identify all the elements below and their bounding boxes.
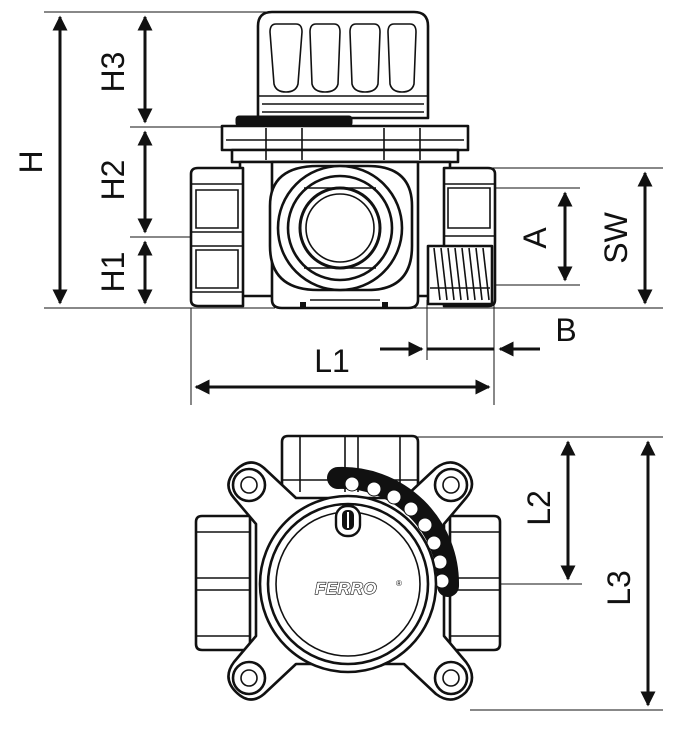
label-l3: L3: [601, 570, 637, 606]
label-h: H: [13, 150, 49, 173]
dimension-labels-top: L2 L3: [521, 490, 637, 606]
label-a: A: [517, 227, 553, 249]
mounting-flange: [220, 115, 470, 164]
label-l2: L2: [521, 490, 557, 526]
dimensions-top: [560, 440, 656, 707]
position-scale: [327, 466, 460, 597]
label-sw: SW: [598, 211, 634, 263]
threaded-spigot: [426, 244, 494, 306]
label-b: B: [555, 312, 576, 348]
side-ports-top: [194, 514, 502, 652]
side-view: H H3 H2 H1 A SW B L1: [13, 10, 663, 405]
label-h2: H2: [95, 160, 131, 201]
label-h1: H1: [95, 252, 131, 293]
left-port: [189, 166, 245, 308]
label-l1: L1: [314, 343, 350, 379]
actuator-knob: [256, 10, 430, 120]
dimensions-side: [52, 15, 653, 395]
brand-registered-mark: ®: [396, 579, 402, 588]
central-port: [268, 164, 414, 292]
knob-top: FERRO ®: [258, 494, 438, 674]
brand-logo: FERRO: [315, 579, 377, 598]
pointer-icon: [334, 504, 362, 538]
top-view: FERRO ® L2 L3: [194, 434, 663, 711]
dimension-labels-side: H H3 H2 H1 A SW B L1: [13, 52, 634, 379]
label-h3: H3: [95, 52, 131, 93]
